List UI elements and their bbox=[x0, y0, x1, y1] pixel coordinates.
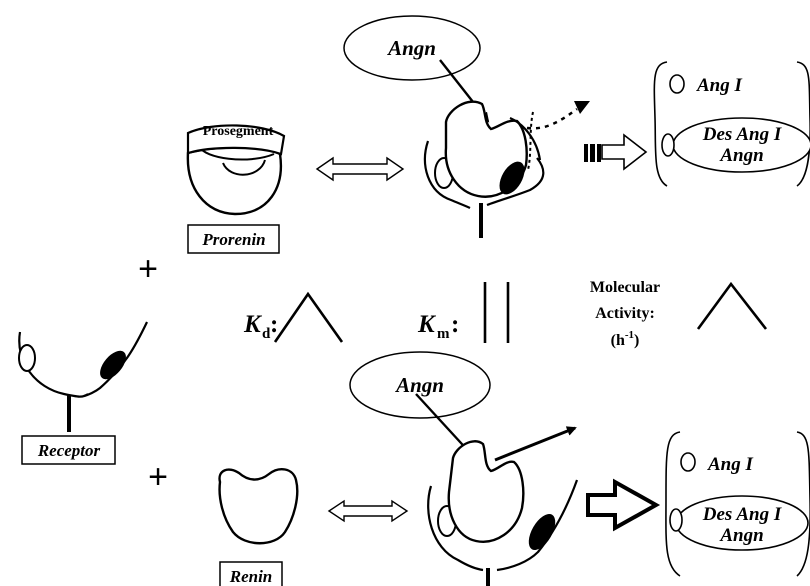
prosegment-label: Prosegment bbox=[203, 124, 274, 139]
equilibrium-arrow-top bbox=[315, 156, 405, 182]
plus-sign-bottom: + bbox=[148, 458, 168, 496]
des-ang1-angn-label-top: Angn bbox=[719, 145, 763, 166]
receptor-bound-prorenin bbox=[423, 100, 590, 238]
kd-subscript: d bbox=[262, 326, 271, 342]
des-ang1-label-top: Des Ang I bbox=[702, 124, 782, 145]
des-ang1-angn-label-bottom: Angn bbox=[719, 525, 763, 546]
renin-label: Renin bbox=[229, 567, 273, 586]
angn-ellipse-bottom: Angn bbox=[349, 351, 491, 419]
km-subscript: m bbox=[437, 326, 450, 342]
angn-label-top: Angn bbox=[386, 36, 436, 60]
prorenin-label-box: Prorenin bbox=[187, 224, 280, 254]
equilibrium-arrow-bottom bbox=[327, 499, 409, 523]
km-colon: : bbox=[451, 311, 459, 338]
block-arrow-top bbox=[584, 133, 648, 171]
plus-sign-top: + bbox=[138, 250, 158, 288]
prorenin-molecule: Prosegment bbox=[186, 124, 286, 216]
angn-label-bottom: Angn bbox=[394, 373, 444, 397]
block-arrow-bottom bbox=[586, 478, 661, 532]
greater-than-kd bbox=[273, 291, 344, 343]
angn-ellipse-top: Angn bbox=[343, 15, 481, 81]
receptor-label-box: Receptor bbox=[21, 435, 116, 465]
receptor-bound-renin bbox=[427, 426, 579, 586]
prorenin-label: Prorenin bbox=[201, 230, 265, 249]
greater-than-activity bbox=[696, 281, 768, 330]
renin-label-box: Renin bbox=[219, 561, 283, 586]
molecular-activity-comparison: Molecular Activity: (h-1) bbox=[590, 279, 768, 349]
receptor-label: Receptor bbox=[37, 441, 101, 460]
renin-molecule bbox=[218, 468, 299, 545]
kd-comparison: K d : bbox=[243, 291, 344, 343]
receptor-molecule bbox=[18, 321, 148, 432]
des-ang1-label-bottom: Des Ang I bbox=[702, 504, 782, 525]
kd-colon: : bbox=[270, 311, 278, 338]
activity-label: Activity: bbox=[595, 305, 655, 322]
kd-symbol: K bbox=[243, 311, 263, 338]
molecular-label: Molecular bbox=[590, 279, 660, 296]
km-symbol: K bbox=[417, 311, 437, 338]
products-bracket-bottom: Ang I Des Ang I Angn bbox=[665, 431, 810, 577]
products-bracket-top: Ang I Des Ang I Angn bbox=[653, 61, 810, 187]
ang1-label-bottom: Ang I bbox=[707, 454, 753, 475]
per-hour-unit: (h-1) bbox=[611, 329, 640, 349]
km-comparison: K m : bbox=[417, 282, 510, 343]
prosegment-shape bbox=[186, 124, 286, 156]
ang1-label-top: Ang I bbox=[696, 75, 742, 96]
